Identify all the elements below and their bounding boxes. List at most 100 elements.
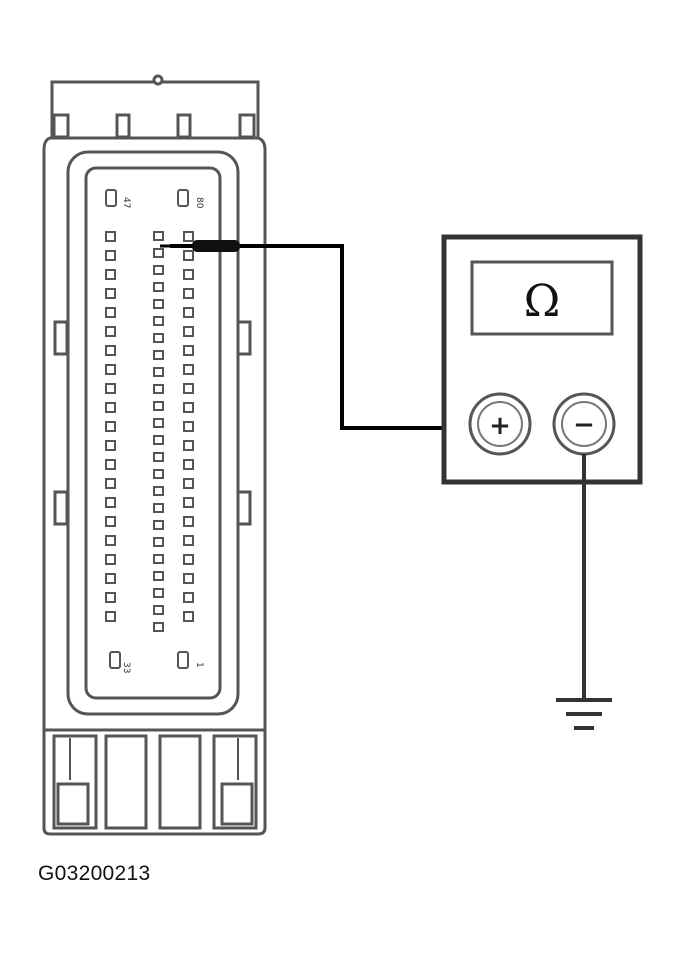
bottom-lock-right-inner [220, 782, 254, 826]
positive-terminal-sign: + [489, 411, 511, 441]
negative-terminal-inner [561, 401, 607, 447]
figure-id: G03200213 [38, 862, 151, 885]
pin-cavity [183, 364, 194, 375]
connector-top-bracket-pin [152, 74, 164, 86]
corner-pin-cavity [105, 189, 117, 207]
pin-cavity [183, 307, 194, 318]
ohmmeter-display-symbol: Ω [524, 276, 560, 327]
pin-label-right-bottom: 1 [194, 662, 204, 668]
pin-cavity [183, 440, 194, 451]
pin-cavity [183, 554, 194, 565]
pin-cavity [153, 537, 164, 547]
pin-cavity [105, 478, 116, 489]
pin-cavity [105, 421, 116, 432]
pin-cavity [183, 573, 194, 584]
pin-cavity [153, 418, 164, 428]
pin-cavity [183, 421, 194, 432]
pin-cavity [183, 516, 194, 527]
pin-cavity [105, 250, 116, 261]
pin-cavity [153, 231, 164, 241]
bracket-tab-1 [52, 113, 70, 139]
pin-cavity [105, 611, 116, 622]
positive-terminal-inner [477, 401, 523, 447]
pin-cavity [183, 269, 194, 280]
test-probe-body [192, 240, 240, 252]
pin-cavity [153, 452, 164, 462]
pin-cavity [105, 440, 116, 451]
test-lead [160, 240, 468, 430]
bottom-lock-center-right [158, 734, 202, 830]
bracket-tab-3 [176, 113, 192, 139]
pin-cavity [153, 282, 164, 292]
pin-label-left-bottom: 33 [121, 662, 131, 673]
test-lead-wire [170, 244, 468, 430]
left-latch-bottom [53, 490, 69, 526]
pin-cavity [105, 535, 116, 546]
pin-cavity [105, 497, 116, 508]
pin-cavity [183, 497, 194, 508]
pin-cavity [153, 469, 164, 479]
pin-cavity [153, 316, 164, 326]
pin-cavity [105, 459, 116, 470]
pin-cavity [153, 605, 164, 615]
ohmmeter-display [470, 260, 614, 336]
left-latch-top [53, 320, 69, 356]
pin-cavity [105, 554, 116, 565]
pin-cavity [183, 288, 194, 299]
corner-pin-cavity [177, 651, 189, 669]
pin-cavity [105, 402, 116, 413]
pin-label-right-top: 80 [194, 197, 204, 209]
pin-cavity [183, 345, 194, 356]
pin-cavity [105, 345, 116, 356]
connector-top-bracket [50, 80, 260, 138]
bottom-lock-left [52, 734, 98, 830]
pin-cavity [183, 231, 194, 242]
pin-cavity [153, 554, 164, 564]
right-latch-bottom [236, 490, 252, 526]
pin-cavity [183, 611, 194, 622]
pin-label-left-top: 47 [121, 197, 131, 208]
pin-cavity [105, 231, 116, 242]
ground-lead [556, 454, 612, 730]
pin-cavity [153, 299, 164, 309]
bracket-tab-4 [238, 113, 256, 139]
pin-cavity [153, 265, 164, 275]
pin-cavity [183, 459, 194, 470]
pin-cavity [153, 622, 164, 632]
pin-cavity [153, 588, 164, 598]
pin-cavity [183, 250, 194, 261]
pin-cavity [153, 571, 164, 581]
ohmmeter: Ω + − [441, 234, 643, 485]
pin-cavity [105, 573, 116, 584]
pin-cavity [183, 383, 194, 394]
pin-cavity [153, 248, 164, 258]
pin-cavity [153, 384, 164, 394]
pin-cavity [153, 486, 164, 496]
pin-cavity [153, 401, 164, 411]
pin-cavity [105, 516, 116, 527]
pin-cavity [105, 307, 116, 318]
bottom-lock-center-left [104, 734, 148, 830]
pin-cavity [183, 478, 194, 489]
ecu-connector [42, 74, 267, 836]
pin-cavity [153, 367, 164, 377]
right-latch-top [236, 320, 252, 356]
pin-cavity [105, 326, 116, 337]
connector-pin-columns [105, 189, 194, 669]
pin-cavity [183, 592, 194, 603]
pin-cavity [153, 350, 164, 360]
pin-cavity [153, 435, 164, 445]
pin-cavity [105, 592, 116, 603]
connector-outer-body [42, 136, 267, 836]
pin-cavity [183, 402, 194, 413]
connector-pin-field [84, 166, 222, 700]
pin-cavity [153, 503, 164, 513]
pin-cavity [183, 535, 194, 546]
corner-pin-cavity [177, 189, 189, 207]
connector-inner-recess [66, 150, 240, 716]
pin-cavity [105, 383, 116, 394]
pin-cavity [105, 269, 116, 280]
pin-cavity [153, 520, 164, 530]
bracket-tab-2 [115, 113, 131, 139]
